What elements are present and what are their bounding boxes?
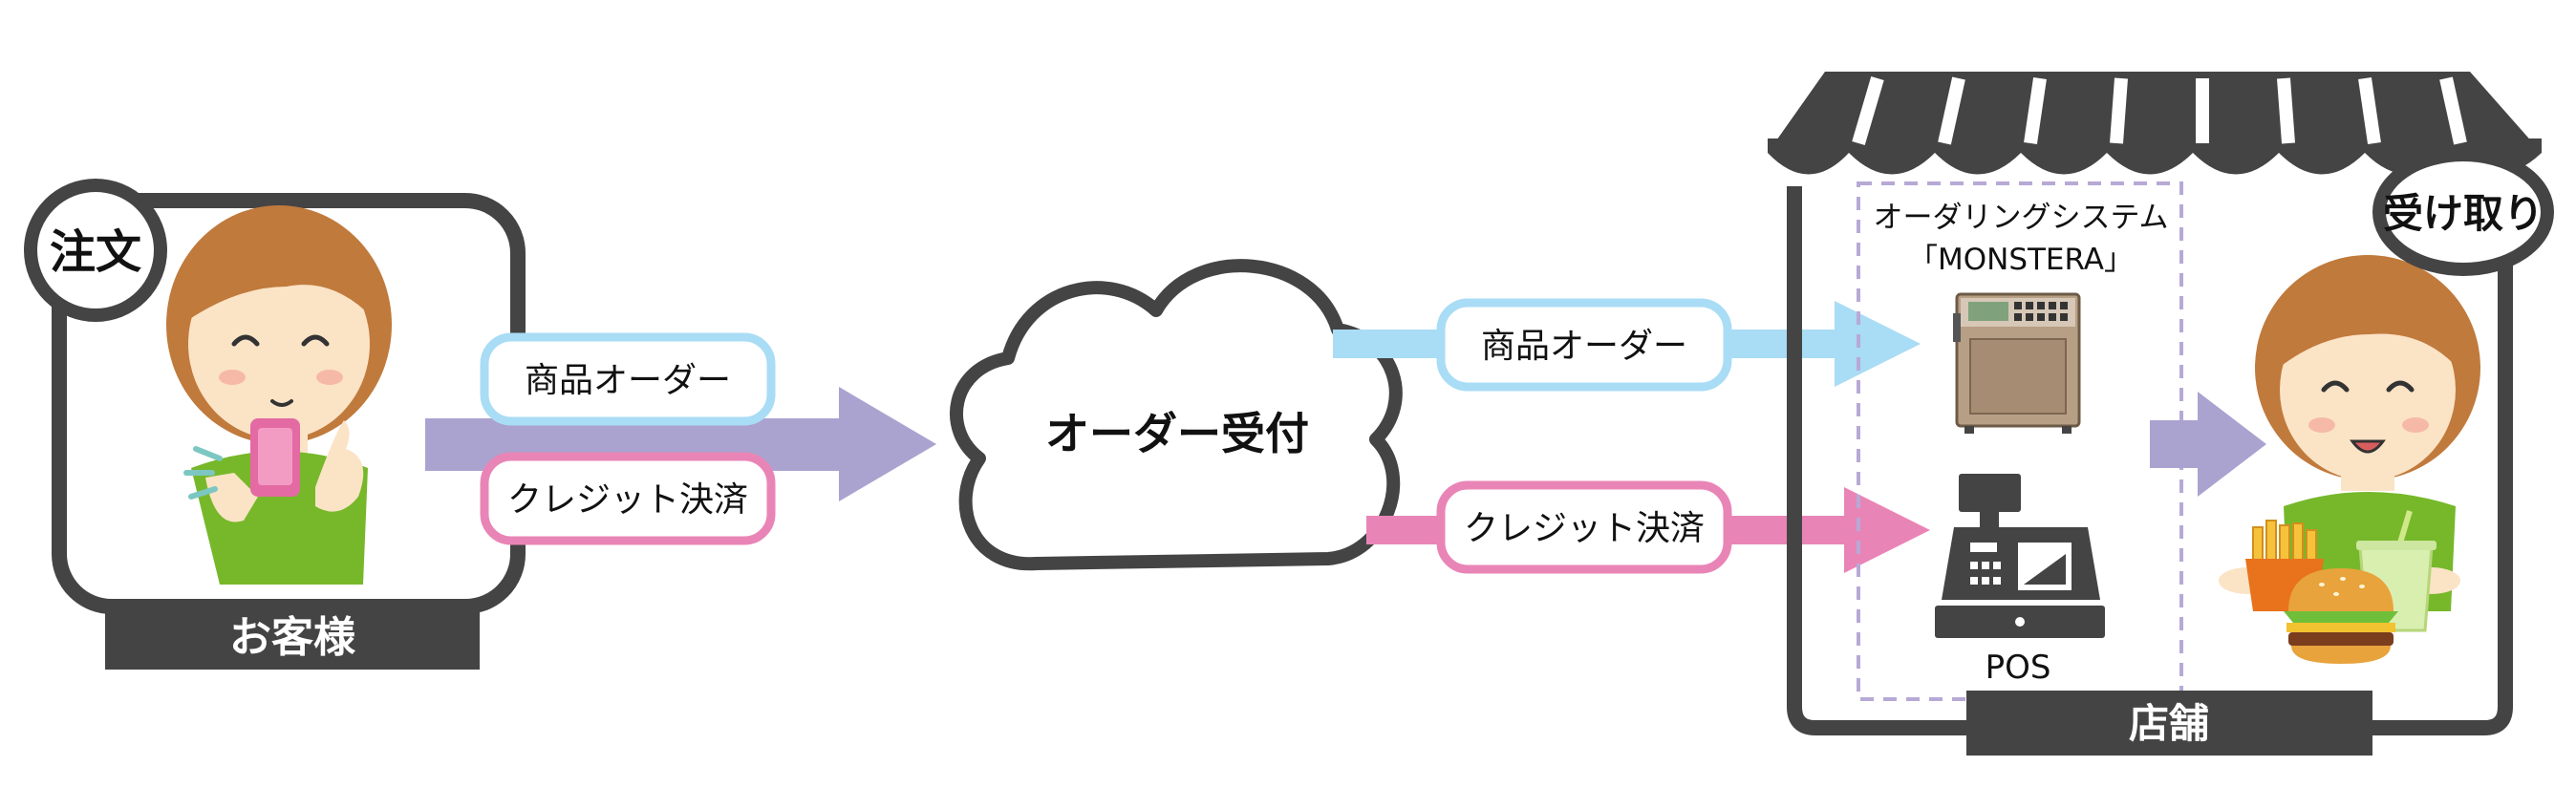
customer-caption-bar bbox=[105, 603, 480, 670]
right-product-order-text: 商品オーダー bbox=[1481, 327, 1687, 366]
system-name-line2: 「MONSTERA」 bbox=[1908, 243, 2134, 277]
right-credit-payment-label: クレジット決済 bbox=[1436, 480, 1732, 574]
right-product-order-label: 商品オーダー bbox=[1436, 298, 1732, 392]
pos-label: POS bbox=[1986, 649, 2051, 687]
system-name-line1: オーダリングシステム bbox=[1873, 201, 2168, 235]
left-arrow-group: 商品オーダー クレジット決済 bbox=[425, 332, 936, 545]
purple-arrow-left bbox=[425, 387, 936, 501]
customer-figure-icon bbox=[166, 205, 392, 585]
purple-arrow-store bbox=[2150, 392, 2266, 497]
store-caption: 店舗 bbox=[2129, 700, 2209, 747]
order-badge-label: 注文 bbox=[50, 225, 141, 279]
customer-panel: 注文 お客様 bbox=[24, 179, 526, 670]
food-set-icon bbox=[2245, 510, 2436, 664]
pickup-badge-label: 受け取り bbox=[2383, 190, 2544, 237]
order-badge: 注文 bbox=[24, 179, 167, 322]
store-caption-bar bbox=[1966, 691, 2372, 756]
pickup-badge: 受け取り bbox=[2372, 148, 2554, 276]
cloud-shape bbox=[950, 259, 1403, 571]
left-credit-payment-label: クレジット決済 bbox=[480, 452, 776, 545]
cloud-label: オーダー受付 bbox=[1045, 408, 1309, 459]
left-product-order-text: 商品オーダー bbox=[525, 361, 731, 400]
pos-register-icon bbox=[1935, 474, 2105, 638]
left-credit-payment-text: クレジット決済 bbox=[507, 480, 748, 520]
burger-icon bbox=[2284, 568, 2398, 664]
order-terminal-icon bbox=[1953, 292, 2081, 434]
store-panel: オーダリングシステム 「MONSTERA」 bbox=[1768, 72, 2554, 756]
right-credit-payment-text: クレジット決済 bbox=[1464, 509, 1705, 548]
right-arrows-group: 商品オーダー クレジット決済 bbox=[1333, 298, 1930, 574]
left-product-order-label: 商品オーダー bbox=[480, 332, 776, 426]
order-cloud: オーダー受付 bbox=[950, 259, 1403, 571]
customer-caption: お客様 bbox=[229, 613, 356, 662]
